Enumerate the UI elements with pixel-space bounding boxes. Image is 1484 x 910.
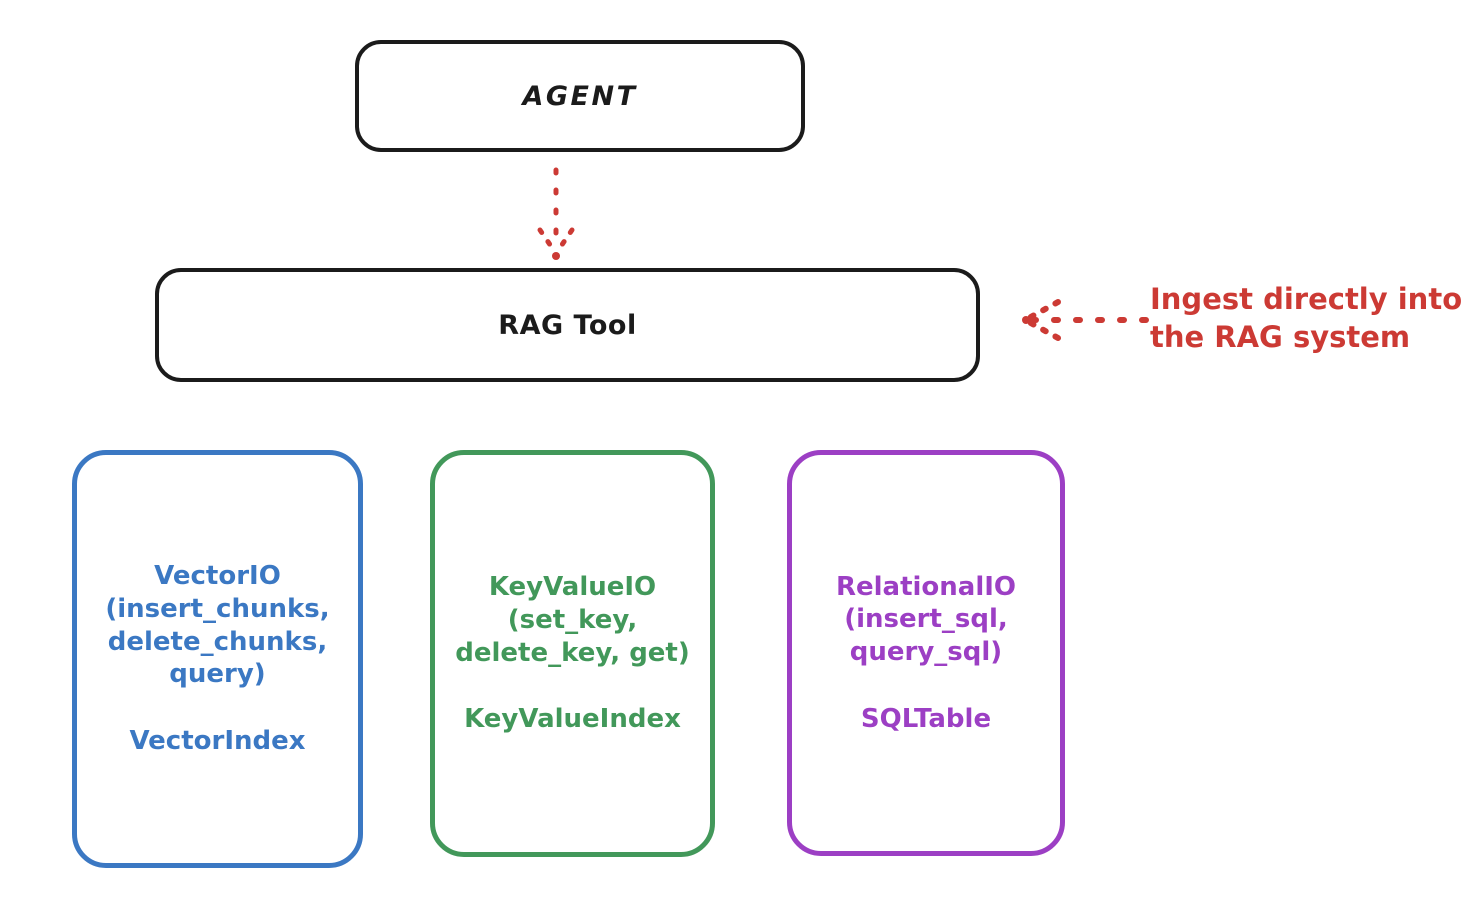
node-vector-io-api: VectorIO (insert_chunks, delete_chunks, … bbox=[105, 561, 330, 690]
annotation-ingest-directly: Ingest directly into the RAG system bbox=[1150, 282, 1463, 355]
node-agent-label: AGENT bbox=[522, 80, 638, 112]
node-relational-io[interactable]: RelationalIO (insert_sql, query_sql) SQL… bbox=[787, 450, 1065, 856]
node-key-value-io-api: KeyValueIO (set_key, delete_key, get) bbox=[455, 572, 690, 668]
edge-agent-to-rag-tool-arrow bbox=[537, 167, 575, 260]
node-rag-tool[interactable]: RAG Tool bbox=[155, 268, 980, 382]
node-relational-io-api: RelationalIO (insert_sql, query_sql) bbox=[835, 571, 1017, 668]
edge-ingest-pointer-arrow bbox=[1022, 299, 1149, 341]
node-agent[interactable]: AGENT bbox=[355, 40, 805, 152]
node-relational-io-index: SQLTable bbox=[860, 703, 992, 734]
node-vector-io-index: VectorIndex bbox=[129, 726, 306, 757]
node-vector-io[interactable]: VectorIO (insert_chunks, delete_chunks, … bbox=[72, 450, 363, 868]
node-rag-tool-label: RAG Tool bbox=[498, 309, 637, 341]
node-key-value-io[interactable]: KeyValueIO (set_key, delete_key, get) Ke… bbox=[430, 450, 715, 857]
node-key-value-io-index: KeyValueIndex bbox=[464, 704, 681, 735]
